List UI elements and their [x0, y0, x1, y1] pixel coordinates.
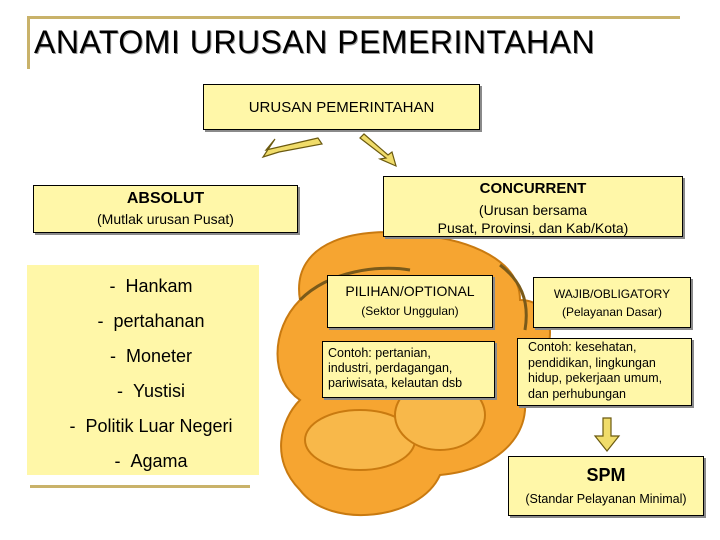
contoh-wajib-line2: pendidikan, lingkungan	[528, 355, 656, 370]
absolut-list-box: -Hankam -pertahanan -Moneter -Yustisi -P…	[27, 265, 259, 475]
spm-box: SPM (Standar Pelayanan Minimal)	[508, 456, 704, 516]
list-item-label: Hankam	[125, 276, 193, 296]
contoh-pilihan-line2: industri, perdagangan,	[328, 361, 453, 375]
absolut-box: ABSOLUT (Mutlak urusan Pusat)	[33, 185, 298, 233]
list-item: -Politik Luar Negeri	[33, 411, 259, 446]
arrow-to-concurrent	[359, 133, 397, 168]
absolut-title: ABSOLUT	[126, 190, 205, 207]
list-item-label: Politik Luar Negeri	[85, 416, 233, 436]
contoh-pilihan-line1: Contoh: pertanian,	[328, 346, 431, 360]
list-dash: -	[97, 311, 104, 331]
absolut-subtitle: (Mutlak urusan Pusat)	[97, 211, 234, 227]
concurrent-title: CONCURRENT	[479, 180, 587, 197]
title-frame	[27, 16, 680, 69]
root-node-box: URUSAN PEMERINTAHAN	[203, 84, 480, 130]
contoh-wajib-box: Contoh: kesehatan, pendidikan, lingkunga…	[517, 338, 692, 406]
list-item-label: Moneter	[125, 346, 193, 366]
concurrent-subtitle-line1: (Urusan bersama	[478, 202, 588, 218]
list-dash: -	[114, 451, 121, 471]
spm-title: SPM	[586, 465, 626, 485]
contoh-pilihan-line3: pariwisata, kelautan dsb	[328, 376, 463, 390]
concurrent-subtitle: (Urusan bersama Pusat, Provinsi, dan Kab…	[384, 201, 682, 237]
concurrent-subtitle-line2: Pusat, Provinsi, dan Kab/Kota)	[437, 220, 629, 236]
list-item: -Moneter	[33, 341, 259, 376]
list-item-label: Agama	[130, 451, 188, 471]
list-item-label: pertahanan	[113, 311, 205, 331]
wajib-subtitle: (Pelayanan Dasar)	[561, 305, 663, 319]
bottom-divider	[30, 485, 250, 488]
arrow-spm	[593, 417, 621, 452]
list-item: -Yustisi	[33, 376, 259, 411]
contoh-wajib-line3: hidup, pekerjaan umum,	[528, 371, 663, 385]
root-node-label: URUSAN PEMERINTAHAN	[248, 99, 435, 116]
contoh-wajib-line4: dan perhubungan	[528, 386, 627, 401]
arrow-to-absolut	[261, 137, 324, 159]
spm-subtitle: (Standar Pelayanan Minimal)	[525, 492, 687, 506]
contoh-pilihan-box: Contoh: pertanian, industri, perdagangan…	[322, 341, 495, 398]
wajib-title: WAJIB/OBLIGATORY	[553, 287, 671, 301]
pilihan-subtitle: (Sektor Unggulan)	[361, 304, 459, 318]
list-item: -Hankam	[33, 271, 259, 306]
list-dash: -	[69, 416, 76, 436]
list-dash: -	[109, 346, 116, 366]
list-item: -Agama	[33, 446, 259, 481]
list-dash: -	[116, 381, 123, 401]
list-dash: -	[109, 276, 116, 296]
concurrent-box: CONCURRENT (Urusan bersama Pusat, Provin…	[383, 176, 683, 237]
absolut-list: -Hankam -pertahanan -Moneter -Yustisi -P…	[27, 265, 259, 481]
contoh-wajib-line1: Contoh: kesehatan,	[528, 340, 637, 354]
page-title: ANATOMI URUSAN PEMERINTAHAN	[34, 24, 596, 60]
list-item-label: Yustisi	[132, 381, 186, 401]
wajib-box: WAJIB/OBLIGATORY (Pelayanan Dasar)	[533, 277, 691, 328]
pilihan-title: PILIHAN/OPTIONAL	[345, 283, 475, 299]
list-item: -pertahanan	[33, 306, 259, 341]
pilihan-box: PILIHAN/OPTIONAL (Sektor Unggulan)	[327, 275, 493, 328]
